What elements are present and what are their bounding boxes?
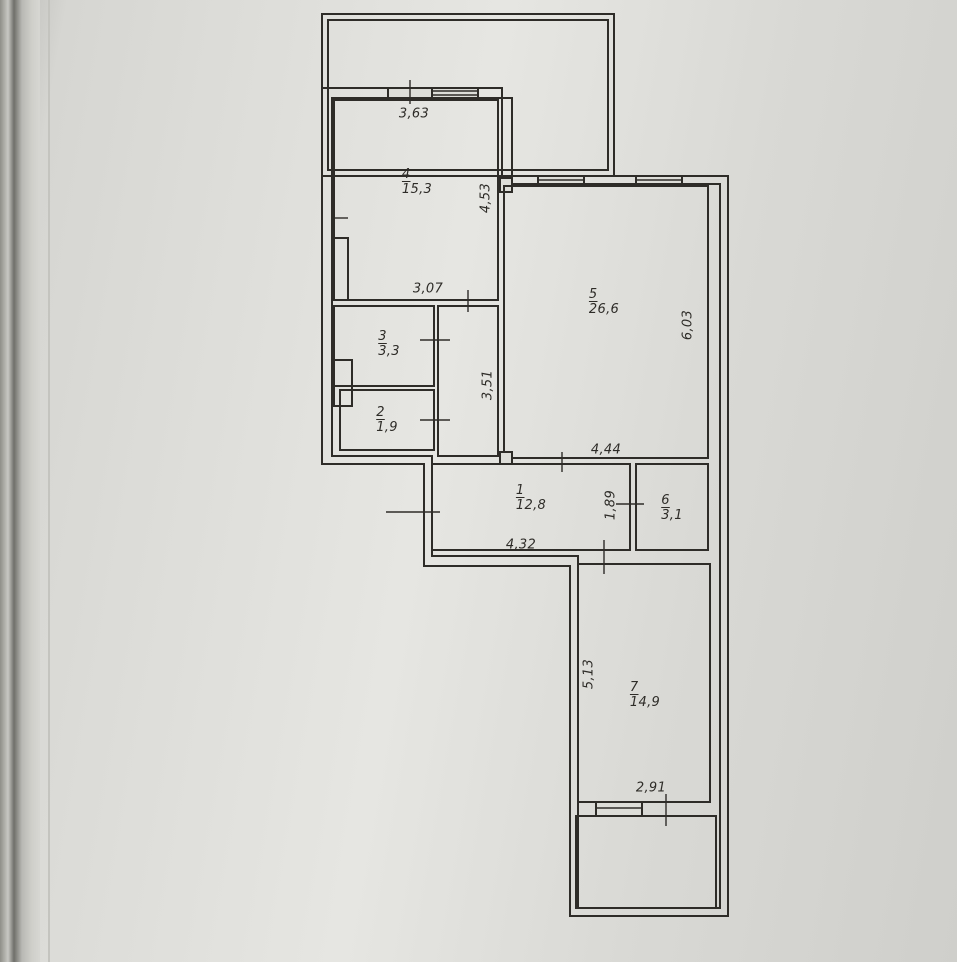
room-2-label: 2 1,9 [376, 405, 398, 435]
room-4-label: 4 15,3 [402, 167, 432, 197]
room-3-label: 3 3,3 [378, 329, 400, 359]
room-number: 5 [588, 287, 598, 302]
balcony-bottom [575, 815, 717, 909]
room-7 [577, 563, 711, 803]
room-number: 6 [661, 493, 670, 508]
room-4 [333, 99, 499, 301]
outer-wall [321, 87, 729, 917]
room-3 [333, 305, 435, 387]
room-area: 1,9 [376, 420, 398, 435]
dim-room4-depth: 4,53 [478, 182, 494, 214]
room-6 [635, 463, 709, 551]
room-number: 2 [376, 405, 385, 420]
room-area: 3,1 [661, 508, 683, 523]
dim-room7-depth: 5,13 [581, 658, 597, 690]
room-area: 14,9 [629, 695, 661, 710]
room-number: 4 [401, 167, 411, 182]
page-fold-line [48, 0, 50, 962]
room-5-label: 5 26,6 [589, 287, 619, 317]
room-5 [503, 185, 709, 459]
dim-room4-width: 3,63 [398, 106, 430, 122]
dim-room1-depth: 1,89 [603, 489, 619, 521]
room-area: 3,3 [378, 344, 400, 359]
dim-room1-width: 4,32 [505, 537, 537, 553]
room-6-label: 6 3,1 [661, 493, 683, 523]
room-number: 7 [629, 680, 639, 695]
room-area: 12,8 [515, 498, 547, 513]
room-7-label: 7 14,9 [630, 680, 660, 710]
dim-room5-width: 4,44 [590, 442, 622, 458]
dim-room7-width: 2,91 [635, 780, 667, 796]
room-area: 15,3 [401, 182, 433, 197]
dim-room5-depth: 6,03 [680, 309, 696, 341]
dim-corridor-length: 3,51 [480, 369, 496, 401]
room-number: 1 [515, 483, 525, 498]
room-1 [431, 463, 631, 551]
page-binding-edge [0, 0, 40, 962]
dim-room4-bottom: 3,07 [412, 281, 444, 297]
room-number: 3 [378, 329, 387, 344]
room-1-label: 1 12,8 [516, 483, 546, 513]
room-area: 26,6 [588, 302, 620, 317]
